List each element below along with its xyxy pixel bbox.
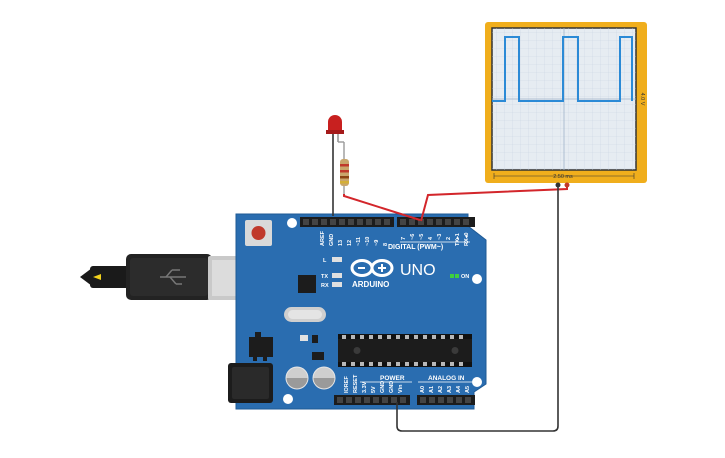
svg-text:IOREF: IOREF [344,376,350,393]
svg-text:GND: GND [380,381,386,393]
mount-hole [287,218,297,228]
microcontroller-chip [338,334,472,367]
oscilloscope[interactable]: 4.0 V 2.50 ms [485,22,647,188]
wire-red-resistor[interactable] [343,194,421,221]
svg-text:GND: GND [329,234,335,246]
svg-text:8: 8 [383,243,389,246]
svg-text:GND: GND [389,381,395,393]
svg-text:13: 13 [338,240,344,246]
mount-hole [283,394,293,404]
wire-black-gnd[interactable] [396,186,559,432]
svg-text:~11: ~11 [356,237,362,246]
svg-text:A2: A2 [438,386,444,393]
arduino-board[interactable]: AREF GND 13 12 ~11 ~10 ~9 8 7 ~6 ~5 4 ~3… [228,213,487,410]
scope-volt-label: 4.0 V [639,93,645,106]
svg-text:5V: 5V [371,386,377,393]
svg-text:~10: ~10 [365,237,371,246]
scope-trace [492,36,633,102]
scope-probe-negative[interactable] [555,182,561,188]
status-leds: L TX RX [321,257,342,289]
board-brand: ARDUINO [352,280,389,289]
led-red[interactable] [326,115,344,216]
svg-text:TX▸1: TX▸1 [455,233,461,246]
digital-header-label: DIGITAL (PWM~) [388,244,443,251]
svg-text:RX: RX [321,283,329,289]
reset-button[interactable] [245,220,272,246]
digital-pin-labels: AREF GND 13 12 ~11 ~10 ~9 8 7 ~6 ~5 4 ~3… [320,230,470,246]
svg-text:~9: ~9 [374,240,380,246]
svg-text:A3: A3 [447,386,453,393]
svg-text:12: 12 [347,240,353,246]
capacitors [285,366,336,390]
svg-text:L: L [323,258,327,264]
svg-text:4: 4 [428,236,434,240]
svg-text:ON: ON [461,274,469,280]
svg-text:~5: ~5 [419,234,425,240]
power-pin-labels: IOREF RESET 3.3V 5V GND GND Vin [344,374,404,393]
voltage-regulator [249,332,273,361]
power-led: ON [450,274,469,280]
svg-text:TX: TX [321,274,328,280]
svg-text:~3: ~3 [437,234,443,240]
mount-hole [472,274,482,284]
board-model: UNO [400,262,436,279]
power-jack[interactable] [228,363,273,403]
svg-text:A0: A0 [420,386,426,393]
svg-text:A4: A4 [456,385,462,393]
svg-text:AREF: AREF [320,230,326,246]
crystal [284,307,326,322]
analog-pin-labels: A0 A1 A2 A3 A4 A5 [420,385,471,393]
power-header[interactable] [334,395,410,405]
usb-chip [298,275,316,293]
smd-component [312,335,318,343]
svg-text:7: 7 [401,237,407,240]
svg-text:2: 2 [446,237,452,240]
arduino-logo [350,259,394,277]
mount-hole [472,377,482,387]
svg-text:RX◂0: RX◂0 [464,233,470,246]
power-label: POWER [380,375,405,382]
scope-probe-positive[interactable] [564,182,570,188]
usb-cable[interactable] [80,254,212,300]
analog-header[interactable] [417,395,475,405]
svg-text:RESET: RESET [353,374,359,393]
svg-text:A5: A5 [465,386,471,393]
svg-text:Vin: Vin [398,384,404,393]
smd-component [312,352,324,360]
smd-component [300,335,308,341]
svg-text:A1: A1 [429,386,435,393]
svg-text:~6: ~6 [410,234,416,240]
digital-header[interactable] [300,217,475,227]
scope-time-label: 2.50 ms [553,174,573,180]
svg-text:3.3V: 3.3V [362,381,368,393]
usb-icon [160,269,186,285]
resistor[interactable] [338,141,349,194]
analog-label: ANALOG IN [428,375,465,382]
